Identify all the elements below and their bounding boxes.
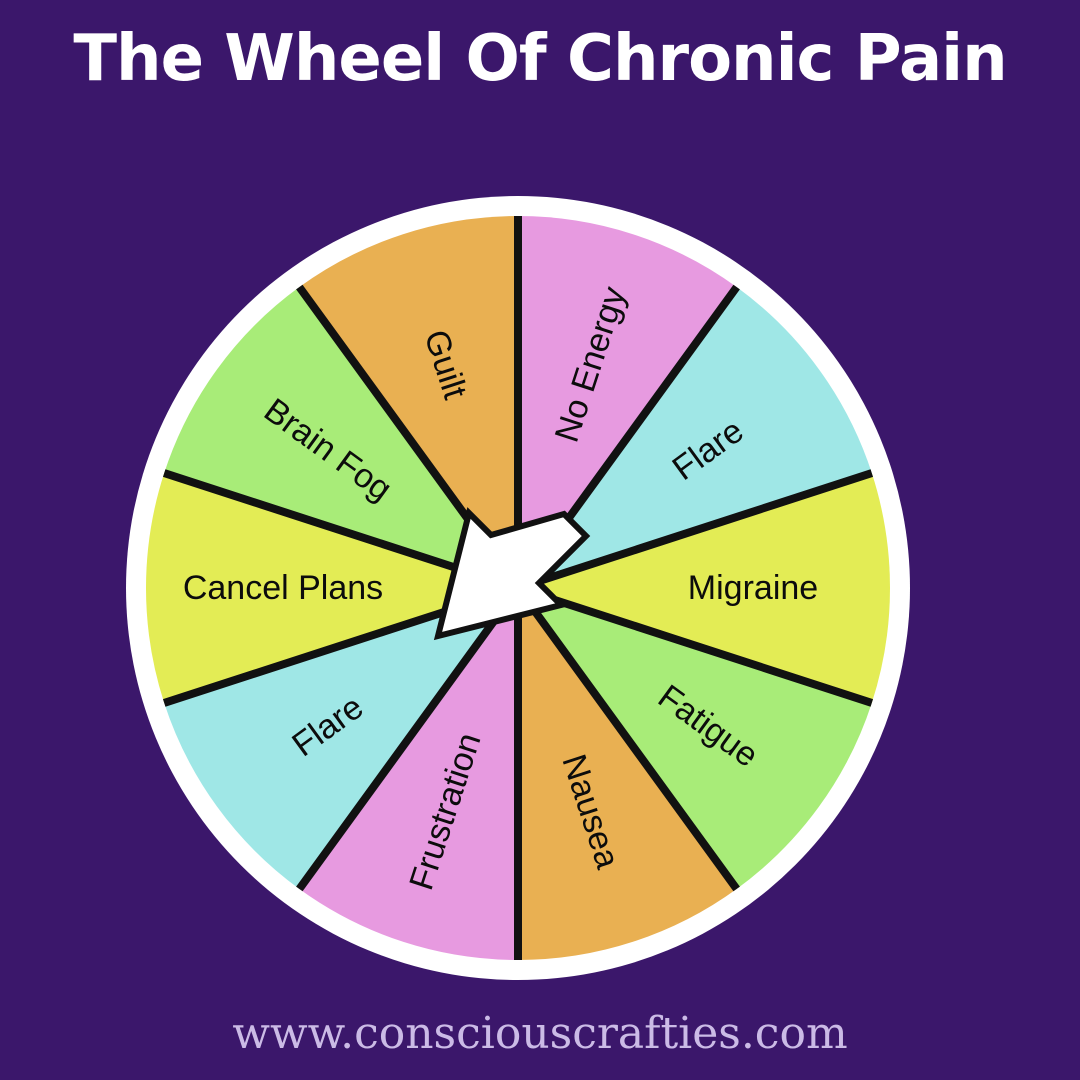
wheel-segment bbox=[518, 588, 872, 889]
wheel-segment bbox=[518, 216, 737, 588]
wheel-segment bbox=[518, 473, 890, 703]
segment-divider bbox=[514, 585, 740, 892]
segment-label: Cancel Plans bbox=[183, 569, 383, 607]
wheel-segment bbox=[164, 588, 518, 889]
wheel-segment bbox=[299, 216, 518, 588]
wheel-segment bbox=[146, 473, 519, 703]
segment-label: Migraine bbox=[688, 569, 818, 607]
wheel-segment bbox=[518, 588, 737, 960]
segment-divider bbox=[516, 469, 874, 592]
segment-divider bbox=[516, 584, 874, 707]
segment-divider bbox=[296, 585, 522, 892]
wheel-segment bbox=[518, 287, 872, 588]
arrow-pointer-icon[interactable] bbox=[433, 507, 591, 641]
pain-wheel[interactable]: No EnergyFlareMigraineFatigueNauseaFrust… bbox=[126, 196, 910, 980]
wheel-segment bbox=[299, 588, 518, 960]
page-title: The Wheel Of Chronic Pain bbox=[73, 22, 1007, 96]
wheel-segment bbox=[164, 287, 518, 588]
website-url[interactable]: www.consciouscrafties.com bbox=[232, 1008, 848, 1059]
wheel-segments bbox=[146, 216, 890, 960]
